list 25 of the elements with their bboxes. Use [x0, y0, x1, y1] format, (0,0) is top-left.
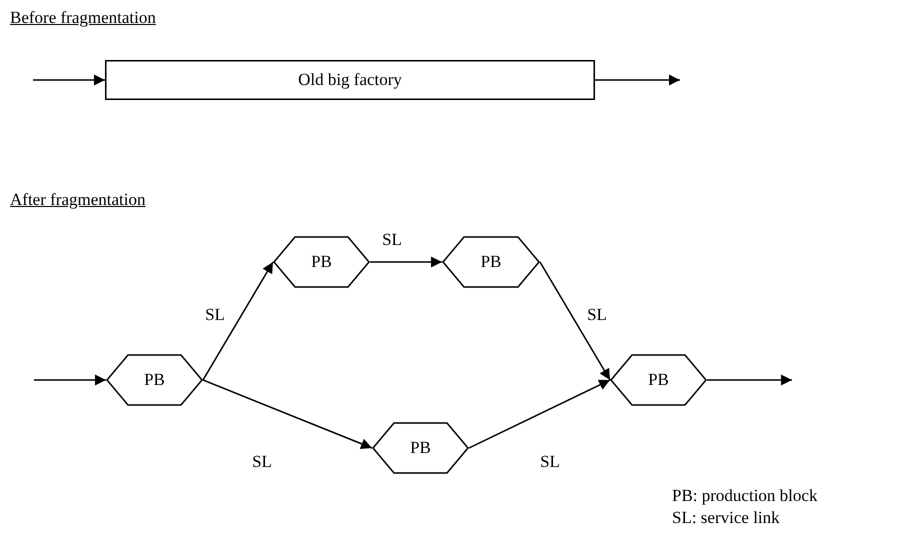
hexagon-node — [610, 354, 707, 406]
node-label: PB — [144, 370, 165, 390]
process-box — [105, 60, 595, 100]
node-label: PB — [311, 252, 332, 272]
arrow — [34, 374, 106, 386]
arrow — [202, 262, 274, 380]
hexagon-node — [442, 236, 540, 288]
legend-note: SL: service link — [672, 508, 780, 528]
hexagon-node — [273, 236, 370, 288]
section-heading: Before fragmentation — [10, 8, 156, 28]
node-label: PB — [480, 252, 502, 272]
arrow — [595, 74, 680, 86]
legend-note: PB: production block — [672, 486, 818, 506]
section-heading: After fragmentation — [10, 190, 146, 210]
arrow — [202, 379, 372, 449]
arrow — [468, 379, 610, 449]
hexagon-node — [106, 354, 203, 406]
node-label: Old big factory — [298, 70, 402, 90]
arrow — [539, 262, 611, 380]
hexagon-node — [372, 422, 469, 474]
arrow — [33, 74, 105, 86]
arrow — [370, 256, 442, 268]
arrow — [707, 374, 792, 386]
node-label: PB — [648, 370, 669, 390]
node-label: PB — [410, 438, 431, 458]
